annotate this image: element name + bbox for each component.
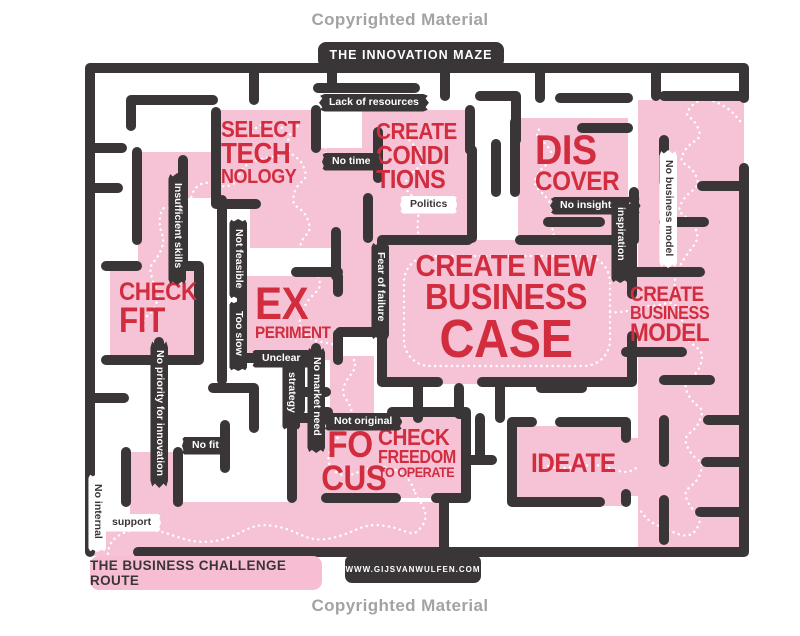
station-line: TIONS [376,164,446,195]
station-line: IDEATE [531,448,616,478]
maze-title-label: THE INNOVATION MAZE [329,48,493,62]
copyright-bottom: Copyrighted Material [311,596,489,615]
station-line: PERIMENT [255,323,331,343]
station-line: CREATE [630,283,704,306]
station-create-new-business-case: CREATE NEW BUSINESS CASE [392,248,620,369]
obstacle-not-feasible: Not feasible [229,219,247,299]
station-line: CREATE NEW [415,248,597,283]
obstacle-not-original: Not original [324,413,403,431]
obstacle-inspiration: inspiration [611,197,629,283]
obstacle-no-priority-for-innovation: No priority for innovation [150,340,168,488]
station-line: DIS [535,126,597,173]
station-line: MODEL [630,318,710,347]
station-create-business-model: CREATE BUSINESS MODEL [630,283,718,347]
station-focus: FO CUS [318,424,387,498]
station-line: SELECT [221,116,300,142]
website-label: WWW.GIJSVANWULFEN.COM [345,564,481,574]
station-line: COVER [535,166,620,197]
obstacle-no-market-need: No market need [307,347,325,453]
station-ideate: IDEATE [531,448,625,478]
station-line: CHECK [378,424,450,450]
station-line: CHECK [119,278,197,306]
station-line: NOLOGY [221,165,297,188]
obstacle-no-internal: No internal [88,474,106,552]
obstacle-lack-of-resources: Lack of resources [319,94,429,112]
obstacle-no-time: No time [322,153,381,171]
obstacle-unclear: Unclear [252,350,311,368]
station-check-fit: CHECK FIT [119,278,205,340]
station-line: BUSINESS [424,276,588,318]
obstacle-fear-of-failure: Fear of failure [371,242,389,340]
obstacle-support: support [102,514,162,532]
obstacle-no-fit: No fit [182,437,229,455]
obstacle-politics: Politics [400,196,458,214]
station-line: FIT [119,300,165,340]
station-line: CREATE [376,118,457,144]
business-challenge-route-box: THE BUSINESS CHALLENGE ROUTE [90,556,322,590]
maze-title: THE INNOVATION MAZE [318,42,504,68]
station-line: CONDI [376,139,450,170]
station-line: TECH [221,137,291,170]
business-challenge-route-label: THE BUSINESS CHALLENGE ROUTE [90,558,287,588]
obstacle-too-slow: Too slow [229,301,247,371]
station-line: CUS [321,458,387,498]
obstacle-insufficient-skills: Insufficient skills [168,173,186,285]
copyright-top: Copyrighted Material [311,10,489,29]
station-line: CASE [439,308,573,369]
station-create-conditions: CREATE CONDI TIONS [376,118,466,195]
station-check-freedom-to-operate: CHECK FREEDOM TO OPERATE [378,424,465,480]
station-select-technology: SELECT TECH NOLOGY [221,116,309,188]
station-line: FO [327,424,373,465]
website-box: WWW.GIJSVANWULFEN.COM [345,555,481,583]
obstacle-no-business-model: No business model [659,150,677,268]
obstacle-strategy: strategy [282,362,300,430]
station-line: FREEDOM [378,446,456,467]
station-discover: DIS COVER [535,126,629,197]
station-line: BUSINESS [630,302,710,323]
station-line: EX [255,278,309,329]
station-line: TO OPERATE [378,463,455,480]
station-experiment: EX PERIMENT [255,278,339,343]
